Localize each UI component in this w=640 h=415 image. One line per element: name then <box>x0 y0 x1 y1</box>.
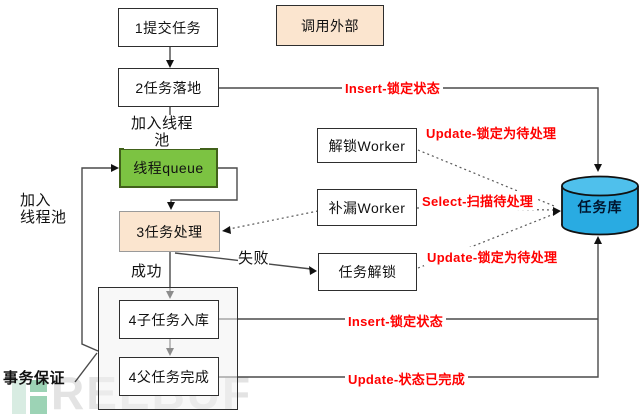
edge-fillworker-to-process-dotted <box>228 210 319 230</box>
node-task-unlock: 任务解锁 <box>318 253 417 291</box>
node-task-landing-label: 2任务落地 <box>135 79 202 96</box>
label-join-line2: 线程池 <box>20 209 67 226</box>
node-subtask-store-label: 4子任务入库 <box>128 311 210 328</box>
sql-update-lock-to-pending-1: Update-锁定为待处理 <box>423 123 560 142</box>
node-thread-queue: 线程queue <box>119 148 218 188</box>
task-db-label: 任务库 <box>577 199 623 215</box>
label-join-thread-pool-left: 加入 线程池 <box>20 192 67 226</box>
label-join-thread-pool: 加入线程池 <box>124 115 200 149</box>
node-submit-task: 1提交任务 <box>118 8 218 47</box>
sql-insert-locked-bottom: Insert-锁定状态 <box>345 311 447 330</box>
node-unlock-worker: 解锁Worker <box>317 128 417 163</box>
node-task-unlock-label: 任务解锁 <box>338 264 397 280</box>
node-fill-gap-worker: 补漏Worker <box>317 189 417 226</box>
node-task-processing: 3任务处理 <box>119 211 220 252</box>
label-fail: 失败 <box>238 250 270 267</box>
node-submit-task-label: 1提交任务 <box>134 19 202 36</box>
freebuf-logo-icon <box>12 380 47 414</box>
label-join-line1: 加入 <box>20 192 52 209</box>
sql-update-status-done: Update-状态已完成 <box>345 369 468 388</box>
node-unlock-worker-label: 解锁Worker <box>328 137 406 154</box>
node-thread-queue-label: 线程queue <box>133 160 204 176</box>
node-task-processing-label: 3任务处理 <box>136 223 203 240</box>
node-parent-task-done: 4父任务完成 <box>119 357 219 396</box>
node-external-call-legend: 调用外部 <box>276 5 384 46</box>
sql-select-scan-pending: Select-扫描待处理 <box>419 191 537 210</box>
node-subtask-store: 4子任务入库 <box>119 300 219 339</box>
label-transaction-guarantee: 事务保证 <box>3 370 66 387</box>
sql-insert-locked-top: Insert-锁定状态 <box>342 78 444 97</box>
node-task-landing: 2任务落地 <box>118 68 219 107</box>
node-parent-task-done-label: 4父任务完成 <box>128 368 210 385</box>
node-external-call-label: 调用外部 <box>301 17 359 34</box>
sql-update-lock-to-pending-2: Update-锁定为待处理 <box>424 247 561 266</box>
node-fill-gap-worker-label: 补漏Worker <box>328 199 406 216</box>
label-success: 成功 <box>131 263 163 280</box>
